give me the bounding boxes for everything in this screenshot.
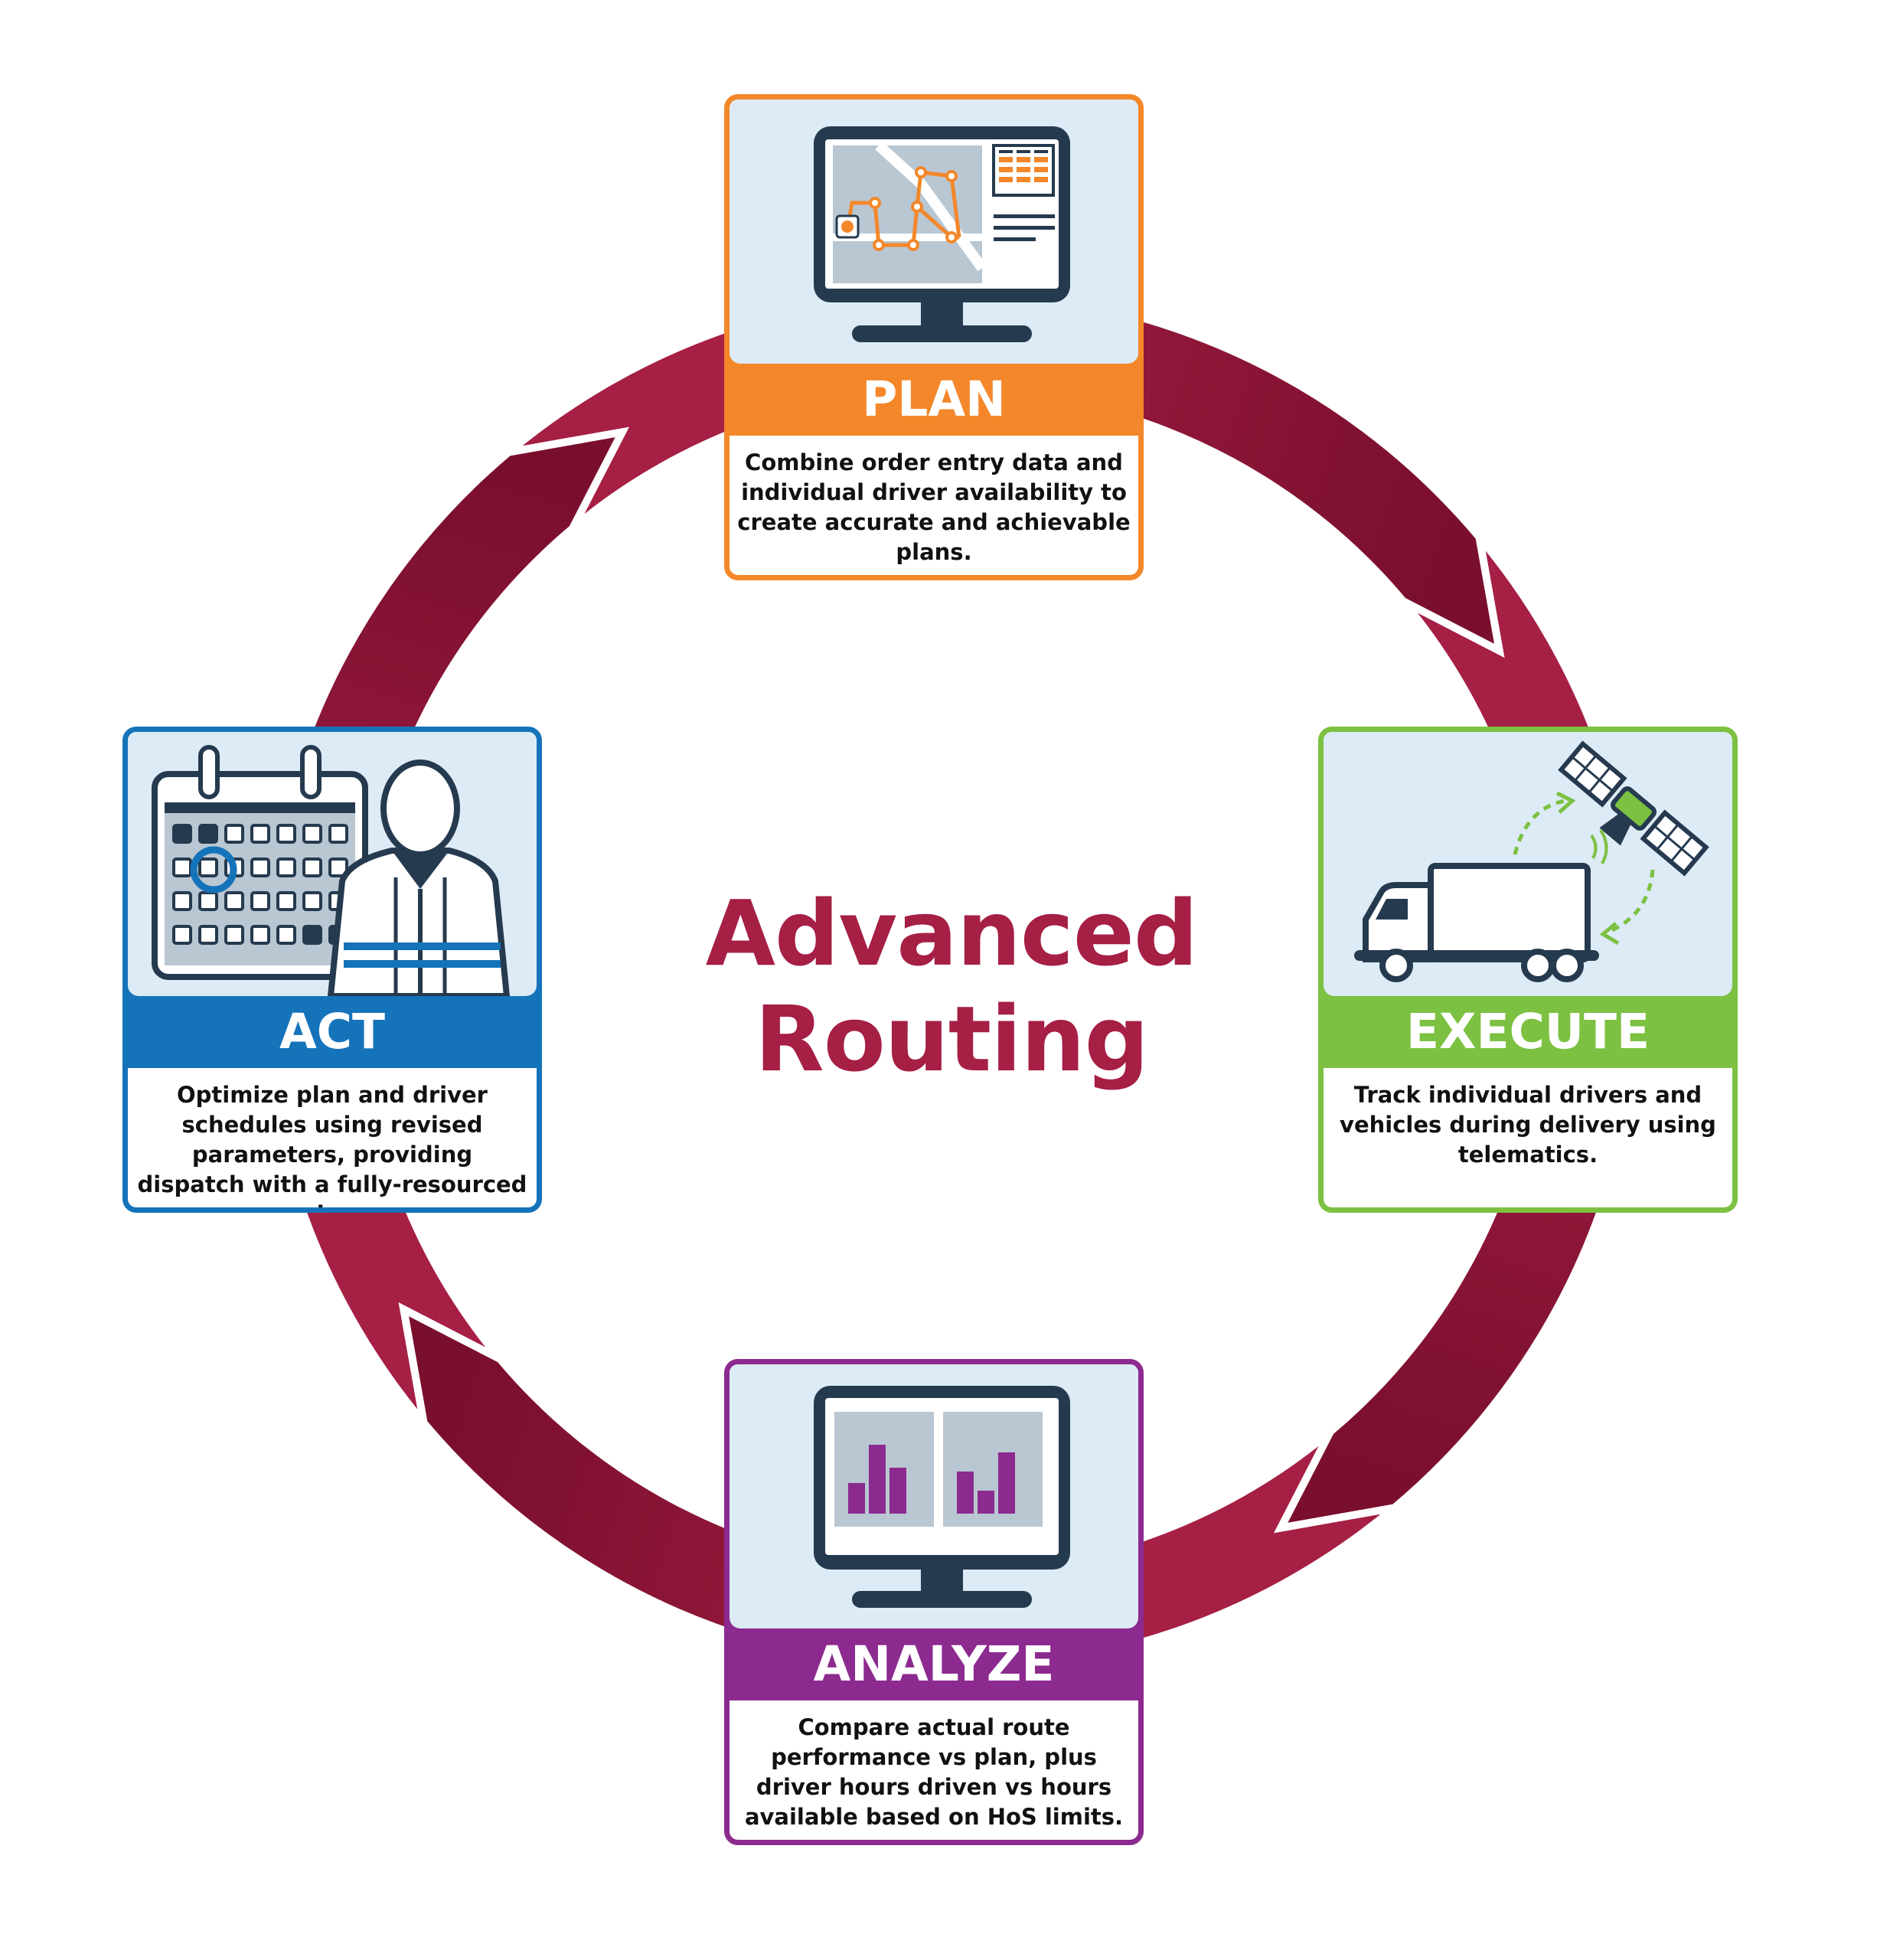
analyze-label: ANALYZE xyxy=(813,1636,1055,1692)
calendar-day-cell xyxy=(224,925,244,945)
calendar-day-cell xyxy=(328,858,348,877)
calendar-day-cell xyxy=(302,858,322,877)
monitor-route-map-icon xyxy=(814,126,1070,342)
calendar-day-cell xyxy=(302,925,322,945)
execute-card: EXECUTE Track individual drivers and veh… xyxy=(1318,727,1738,1213)
title-line-routing: Routing xyxy=(754,986,1149,1092)
calendar-day-cell xyxy=(198,891,218,911)
analyze-card: ANALYZE Compare actual route performance… xyxy=(724,1359,1144,1845)
calendar-driver-icon xyxy=(152,745,511,996)
calendar-day-cell xyxy=(172,824,192,844)
calendar-day-cell xyxy=(198,925,218,945)
calendar-day-cell xyxy=(250,891,270,911)
calendar-day-cell xyxy=(328,824,348,844)
calendar-day-cell xyxy=(224,891,244,911)
calendar-day-cell xyxy=(172,925,192,945)
calendar-day-cell xyxy=(276,824,296,844)
calendar-day-cell xyxy=(302,824,322,844)
truck-satellite-icon xyxy=(1354,740,1709,982)
calendar-day-cell xyxy=(276,925,296,945)
monitor-bar-chart-icon xyxy=(814,1386,1070,1608)
act-icon-area xyxy=(128,732,537,996)
plan-description: Combine order entry data and individual … xyxy=(737,449,1131,565)
calendar-day-cell xyxy=(224,824,244,844)
plan-icon-area xyxy=(730,100,1138,364)
plan-card: PLAN Combine order entry data and indivi… xyxy=(724,94,1144,580)
calendar-day-cell xyxy=(250,925,270,945)
calendar-day-cell xyxy=(198,858,218,877)
act-card: ACT Optimize plan and driver schedules u… xyxy=(122,727,542,1213)
execute-icon-area xyxy=(1324,732,1732,996)
analyze-description: Compare actual route performance vs plan… xyxy=(744,1714,1124,1830)
act-description: Optimize plan and driver schedules using… xyxy=(137,1082,527,1207)
calendar-day-cell xyxy=(250,858,270,877)
calendar-day-cell xyxy=(172,858,192,877)
diagram-title: Advanced Routing xyxy=(645,880,1258,1092)
execute-label: EXECUTE xyxy=(1405,1004,1650,1060)
calendar-day-cell xyxy=(276,858,296,877)
title-line-advanced: Advanced xyxy=(705,880,1199,986)
calendar-day-cell xyxy=(198,824,218,844)
execute-description: Track individual drivers and vehicles du… xyxy=(1340,1082,1716,1168)
calendar-day-cell xyxy=(302,891,322,911)
calendar-day-cell xyxy=(172,891,192,911)
calendar-day-cell xyxy=(250,824,270,844)
act-label: ACT xyxy=(279,1004,385,1060)
plan-label: PLAN xyxy=(862,371,1006,427)
analyze-icon-area xyxy=(730,1364,1138,1628)
calendar-day-cell xyxy=(276,891,296,911)
